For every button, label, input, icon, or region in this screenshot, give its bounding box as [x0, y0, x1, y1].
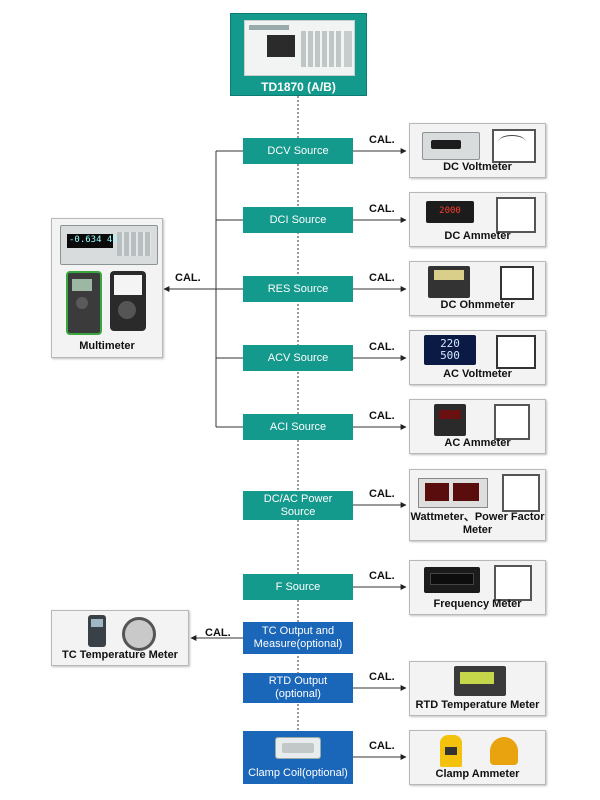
digital-ammeter-icon: 2000 — [426, 201, 474, 223]
cal-label-res: CAL. — [369, 272, 395, 284]
analog-ac-voltmeter-icon — [496, 335, 536, 369]
device-label-rtd-meter: RTD Temperature Meter — [415, 699, 540, 711]
device-card-ac-ammeter: AC Ammeter — [409, 399, 546, 454]
device-label-dc-ammeter: DC Ammeter — [444, 230, 511, 242]
digital-ac-ammeter-icon — [434, 404, 466, 436]
td1870-label: TD1870 (A/B) — [261, 80, 336, 94]
analog-panel-meter-icon — [500, 266, 534, 300]
td1870-device-icon — [244, 20, 355, 76]
cal-label-power: CAL. — [369, 488, 395, 500]
bench-multimeter-icon: -0.634 450 — [60, 225, 158, 265]
power-factor-meter-icon — [502, 474, 540, 512]
device-label-ac-ammeter: AC Ammeter — [444, 437, 511, 449]
device-card-dc-ammeter: 2000 DC Ammeter — [409, 192, 546, 247]
source-dc-ac-power: DC/AC Power Source — [243, 491, 353, 520]
cal-label-freq: CAL. — [369, 570, 395, 582]
device-label-frequency-meter: Frequency Meter — [433, 598, 522, 610]
source-tc-output: TC Output and Measure(optional) — [243, 622, 353, 654]
wattmeter-icon — [418, 478, 488, 508]
device-card-frequency-meter: Frequency Meter — [409, 560, 546, 615]
device-card-dc-voltmeter: DC Voltmeter — [409, 123, 546, 178]
source-clamp-coil: Clamp Coil(optional) — [243, 731, 353, 784]
cal-label-dcv: CAL. — [369, 134, 395, 146]
clamp-meter-yellow-icon — [440, 735, 462, 767]
multimeter-display-digits: -0.634 450 — [69, 235, 124, 245]
device-card-multimeter: -0.634 450 Multimeter — [51, 218, 163, 358]
source-dci: DCI Source — [243, 207, 353, 233]
device-label-wattmeter: Wattmeter、Power Factor Meter — [410, 511, 545, 536]
cal-label-tc: CAL. — [205, 627, 231, 639]
cal-label-acv: CAL. — [369, 341, 395, 353]
cal-label-multimeter: CAL. — [175, 272, 201, 284]
tc-probe-connector-icon — [122, 617, 156, 651]
analog-voltmeter-icon — [492, 129, 536, 163]
cal-label-clamp: CAL. — [369, 740, 395, 752]
device-label-dc-voltmeter: DC Voltmeter — [443, 161, 512, 173]
device-label-clamp-ammeter: Clamp Ammeter — [435, 768, 520, 780]
device-label-dc-ohmmeter: DC Ohmmeter — [440, 299, 515, 311]
tc-handheld-meter-icon — [88, 615, 106, 647]
analog-multimeter-icon — [110, 271, 146, 331]
digital-ac-voltmeter-icon: 220 500 — [424, 335, 476, 365]
source-res: RES Source — [243, 276, 353, 302]
device-card-rtd-meter: RTD Temperature Meter — [409, 661, 546, 716]
ac-voltmeter-bottom-digits: 500 — [440, 349, 460, 362]
source-dcv: DCV Source — [243, 138, 353, 164]
device-label-tc-meter: TC Temperature Meter — [62, 649, 178, 661]
clamp-meter-orange-icon — [490, 737, 518, 765]
ac-voltmeter-top-digits: 220 — [440, 337, 460, 350]
analog-frequency-meter-icon — [494, 565, 532, 601]
clamp-coil-label: Clamp Coil(optional) — [248, 767, 348, 779]
source-f: F Source — [243, 574, 353, 600]
device-card-wattmeter: Wattmeter、Power Factor Meter — [409, 469, 546, 541]
device-label-ac-voltmeter: AC Voltmeter — [443, 368, 512, 380]
analog-ac-ammeter-icon — [494, 404, 530, 440]
source-aci: ACI Source — [243, 414, 353, 440]
device-card-tc-meter: TC Temperature Meter — [51, 610, 189, 666]
device-card-clamp-ammeter: Clamp Ammeter — [409, 730, 546, 785]
analog-ammeter-icon — [496, 197, 536, 233]
td1870-box: TD1870 (A/B) — [230, 13, 367, 96]
cal-label-dci: CAL. — [369, 203, 395, 215]
digital-frequency-meter-icon — [424, 567, 480, 593]
dc-ammeter-digits: 2000 — [439, 206, 461, 216]
rtd-temperature-meter-icon — [454, 666, 506, 696]
source-acv: ACV Source — [243, 345, 353, 371]
device-card-ac-voltmeter: 220 500 AC Voltmeter — [409, 330, 546, 385]
device-card-dc-ohmmeter: DC Ohmmeter — [409, 261, 546, 316]
clamp-coil-icon — [275, 737, 321, 759]
device-label-multimeter: Multimeter — [79, 340, 135, 352]
ohmmeter-icon — [428, 266, 470, 298]
cal-label-aci: CAL. — [369, 410, 395, 422]
benchtop-voltmeter-icon — [422, 132, 480, 160]
cal-label-rtd: CAL. — [369, 671, 395, 683]
source-rtd-output: RTD Output (optional) — [243, 673, 353, 703]
handheld-multimeter-green-icon — [66, 271, 102, 335]
